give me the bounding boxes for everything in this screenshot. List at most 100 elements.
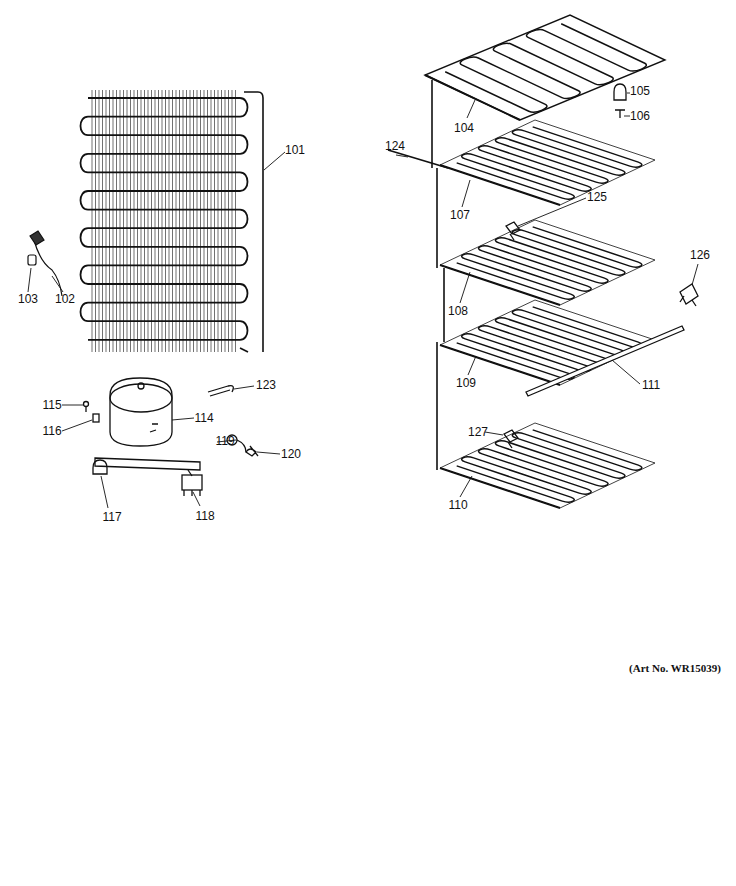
leader-line <box>627 93 630 94</box>
leader-line <box>460 476 472 497</box>
condenser-wire <box>232 90 233 352</box>
leader-line <box>234 386 254 389</box>
evaporator-tube <box>457 307 642 379</box>
leader-line <box>467 100 475 118</box>
callout-number: 118 <box>195 510 214 522</box>
evaporator-shelves <box>425 15 665 508</box>
callout-number: 120 <box>281 448 301 460</box>
callout-number: 119 <box>215 435 234 447</box>
leader-line <box>28 268 31 292</box>
condenser-wire <box>204 90 205 352</box>
condenser-wire <box>211 90 212 352</box>
condenser-wire <box>207 90 208 352</box>
condenser-coil <box>81 90 248 352</box>
callout-number: 108 <box>448 305 468 317</box>
leader-line <box>518 198 586 226</box>
condenser-wire <box>172 90 173 352</box>
condenser-wire <box>162 90 163 352</box>
condenser-wire <box>109 90 110 352</box>
condenser-wire <box>130 90 131 352</box>
condenser-wire <box>158 90 159 352</box>
shelf-front <box>425 75 520 120</box>
condenser-wire <box>221 90 222 352</box>
condenser-wire <box>183 90 184 352</box>
condenser-wire <box>141 90 142 352</box>
callout-number: 116 <box>42 425 61 437</box>
leader-line <box>468 356 476 375</box>
condenser-wire <box>134 90 135 352</box>
shelf-outline <box>440 423 655 508</box>
callout-number: 117 <box>102 511 121 523</box>
callout-number: 103 <box>18 293 38 305</box>
callout-number: 102 <box>55 293 75 305</box>
leader-lines <box>28 93 698 508</box>
callout-number: 127 <box>468 426 488 438</box>
frame-tube <box>436 342 438 470</box>
callout-number: 105 <box>630 85 650 97</box>
shelf-outline <box>440 220 655 305</box>
leader-line <box>624 116 630 117</box>
callout-number: 123 <box>256 379 276 391</box>
condenser-wire <box>176 90 177 352</box>
power-cord <box>28 231 62 296</box>
evaporator-parts <box>388 84 698 448</box>
condenser-wire <box>106 90 107 352</box>
callout-number: 109 <box>456 377 476 389</box>
leader-line <box>462 180 470 207</box>
callout-number: 111 <box>642 379 660 391</box>
leader-line <box>612 360 640 384</box>
frame-tube <box>436 168 438 268</box>
evaporator-tube <box>457 430 642 502</box>
shelf-outline <box>440 300 655 385</box>
callout-number: 106 <box>630 110 650 122</box>
condenser-wire <box>137 90 138 352</box>
condenser-wire <box>120 90 121 352</box>
leader-line <box>460 272 470 303</box>
condenser-tube <box>81 98 248 340</box>
evaporator-tube <box>457 227 642 299</box>
condenser-wire <box>148 90 149 352</box>
condenser-wire <box>235 90 236 352</box>
leader-line <box>264 152 285 170</box>
art-number: (Art No. WR15039) <box>629 663 721 674</box>
condenser-wire <box>200 90 201 352</box>
condenser-wire <box>151 90 152 352</box>
condenser-wire <box>95 90 96 352</box>
evaporator-tube <box>457 127 642 199</box>
condenser-wire <box>186 90 187 352</box>
condenser-wire <box>179 90 180 352</box>
leader-line <box>193 492 200 506</box>
shelf-outline <box>440 120 655 205</box>
condenser-wire <box>116 90 117 352</box>
condenser-wire <box>123 90 124 352</box>
callout-number: 125 <box>587 191 607 203</box>
callout-number: 124 <box>385 140 405 152</box>
condenser-wire <box>155 90 156 352</box>
condenser-wire <box>225 90 226 352</box>
leader-line <box>62 420 92 431</box>
condenser-wire <box>99 90 100 352</box>
leader-line <box>52 276 63 292</box>
leader-line <box>172 418 194 420</box>
condenser-wire <box>228 90 229 352</box>
condenser-wire <box>127 90 128 352</box>
frame-tube <box>443 268 445 342</box>
condenser-wire <box>144 90 145 352</box>
callout-number: 104 <box>454 122 474 134</box>
condenser-wire <box>102 90 103 352</box>
shelf-outline <box>425 15 665 120</box>
leader-line <box>396 155 408 157</box>
condenser-wire <box>197 90 198 352</box>
condenser-wire <box>218 90 219 352</box>
condenser-side-tube <box>240 92 263 352</box>
condenser-wire <box>190 90 191 352</box>
callout-number: 107 <box>450 209 470 221</box>
condenser-wire <box>193 90 194 352</box>
condenser-wire <box>113 90 114 352</box>
leader-line <box>62 405 83 406</box>
callout-number: 114 <box>194 412 213 424</box>
condenser-wire <box>169 90 170 352</box>
frame-tube <box>431 80 433 168</box>
